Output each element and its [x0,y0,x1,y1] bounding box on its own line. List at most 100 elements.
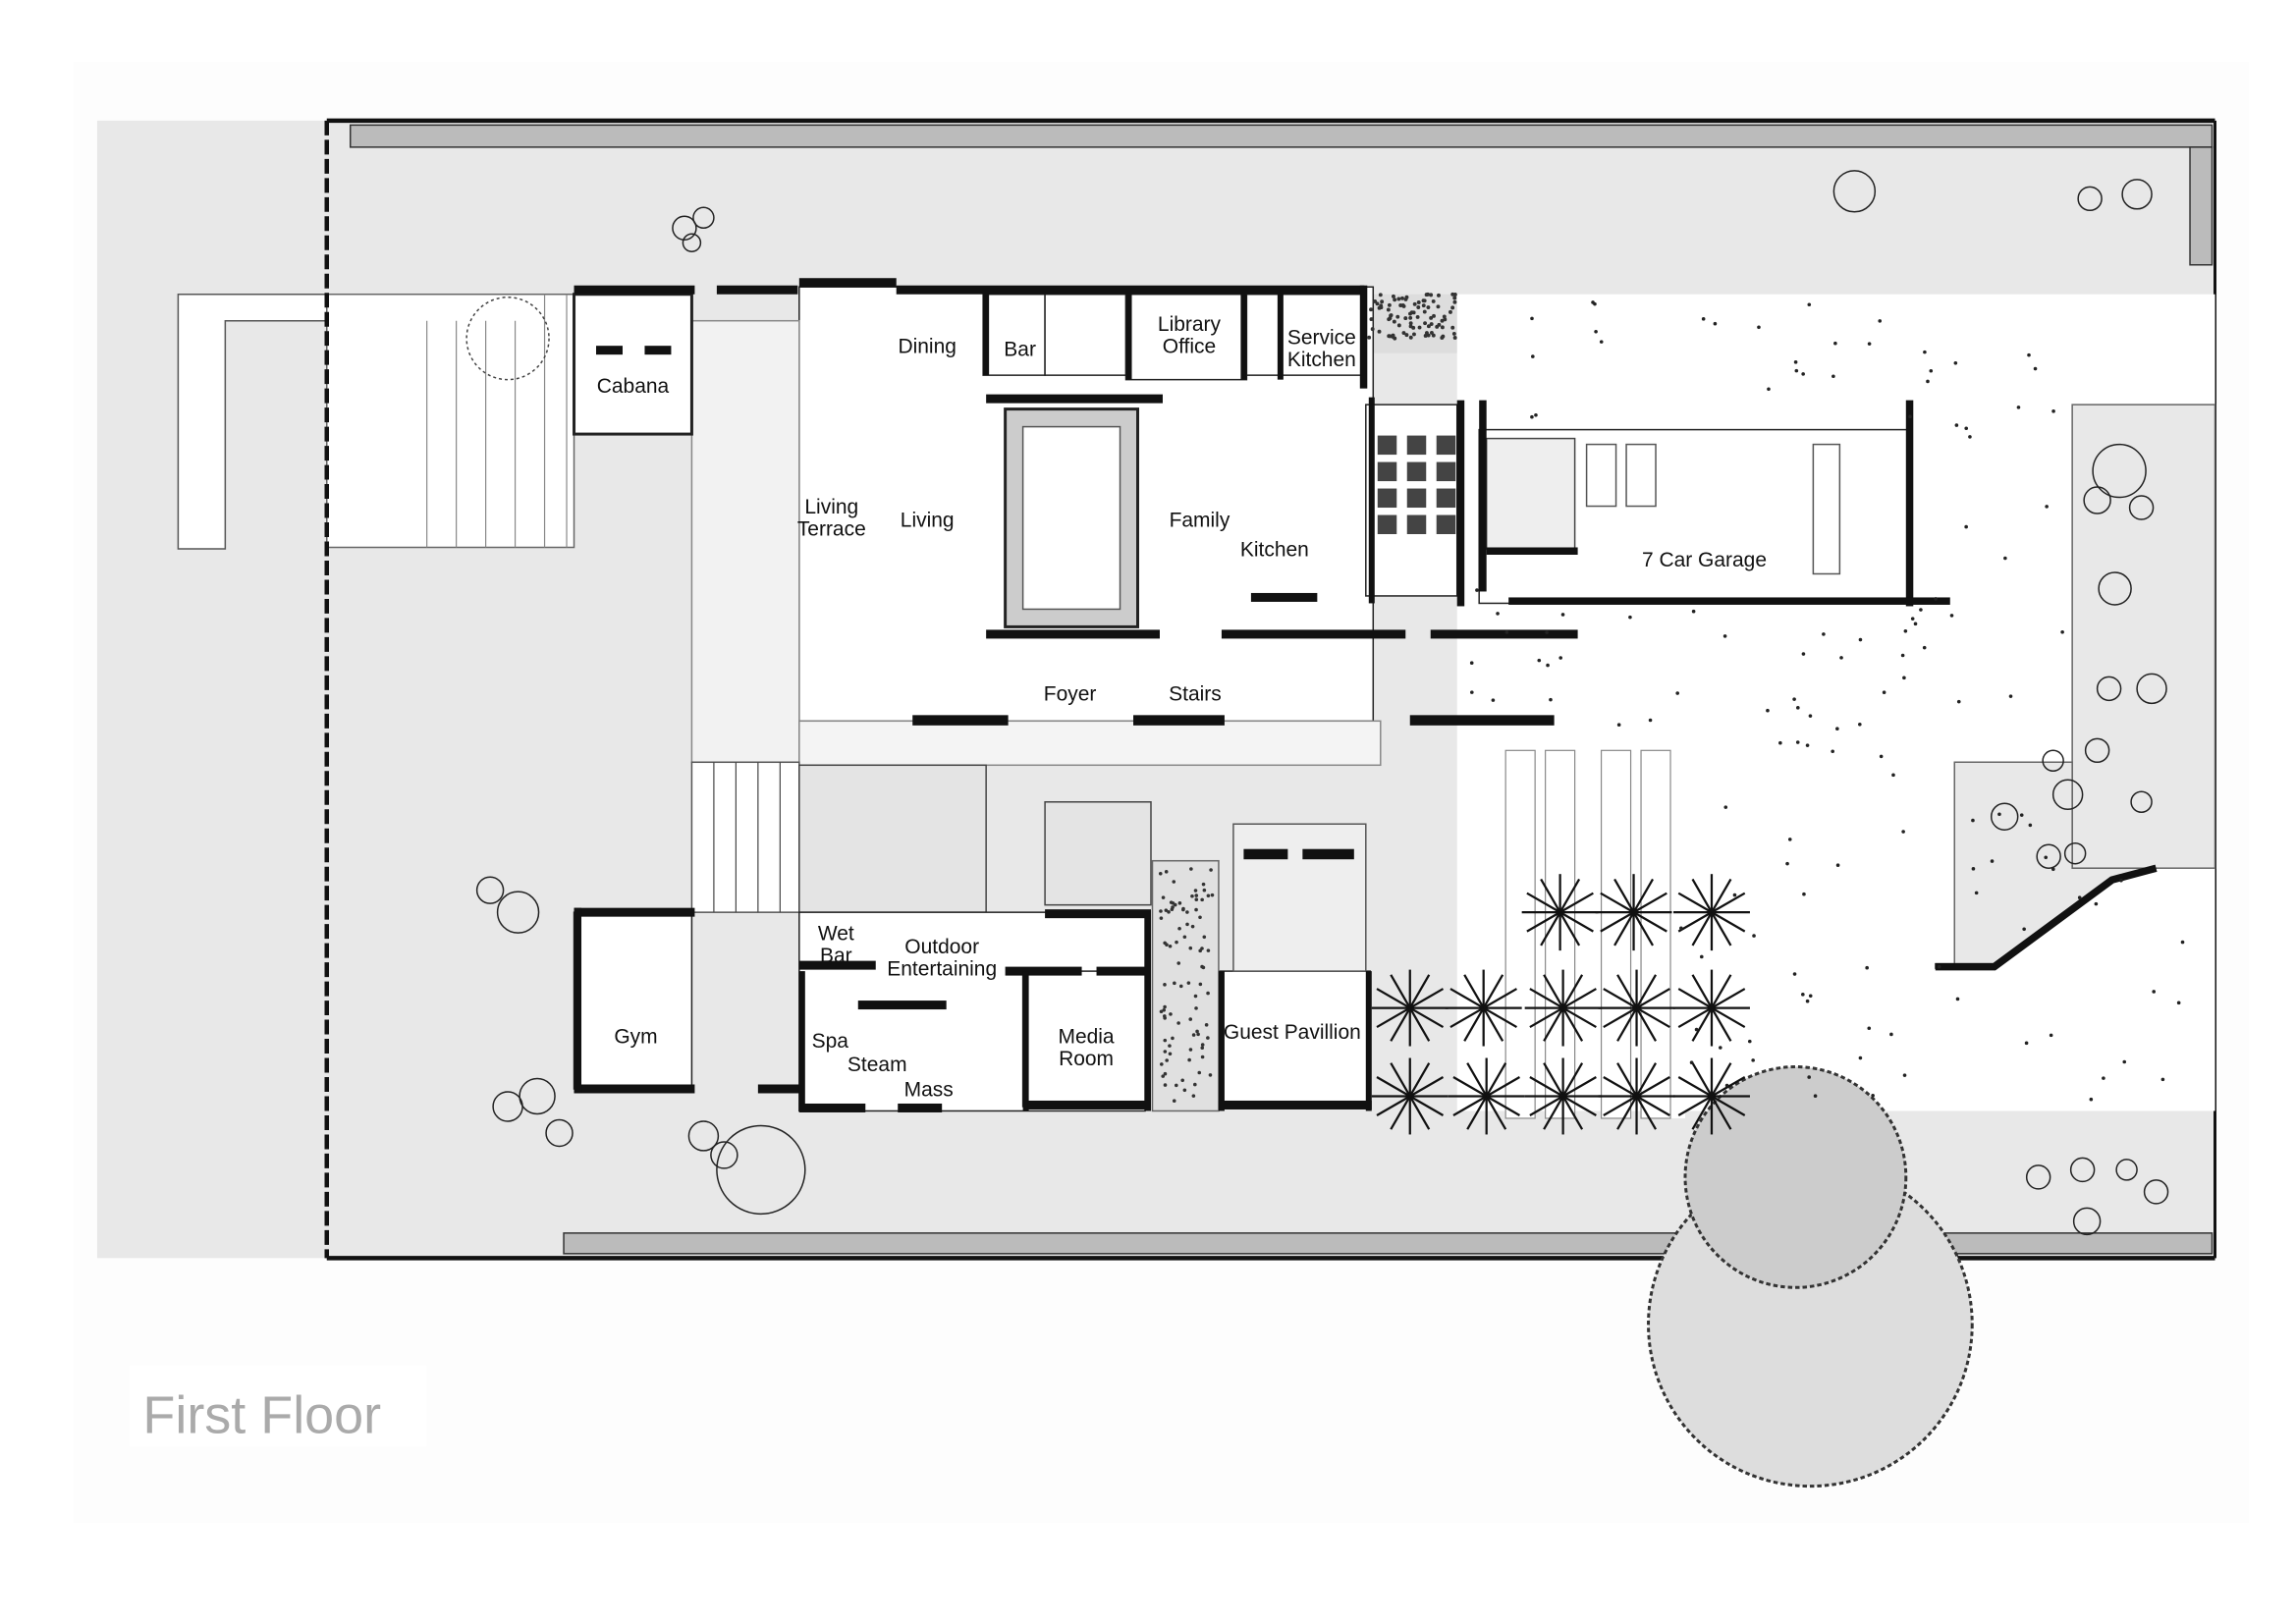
hedge-right [2189,146,2214,266]
gravel-dot [2033,366,2038,371]
palm-frond [1616,1007,1638,1042]
label-service-kitchen: Kitchen [1287,349,1356,371]
tree-icon [2069,1157,2096,1183]
gravel-dot [1919,608,1923,612]
gravel-dot [1436,304,1441,309]
gravel-dot [1689,1060,1694,1065]
gravel-dot [1395,314,1400,319]
palm-icon [1448,1057,1525,1135]
label-garage: 7 Car Garage [1642,549,1767,571]
gravel-dot [1469,661,1474,666]
gravel-dot [1159,909,1163,913]
palm-icon [1673,1057,1750,1135]
equipment-unit [1436,435,1456,456]
tree-icon [1832,170,1877,213]
gravel-dot [1417,325,1422,330]
gravel-dot [1200,1046,1205,1051]
label-kitchen: Kitchen [1240,538,1309,561]
gravel-dot [1971,867,1976,871]
gravel-dot [1997,812,2001,817]
gravel-dot [1452,336,1457,340]
gravel-dot [1171,905,1175,909]
gravel-dot [1159,1009,1164,1014]
gravel-dot [1412,301,1417,306]
tree-icon [2084,737,2110,764]
gravel-dot [1198,982,1203,987]
gravel-dot [1386,307,1391,312]
gravel-dot [2152,990,2157,994]
gravel-dot [1178,984,1183,989]
gravel-dot [1699,954,1704,959]
gravel-dot [1808,994,1813,999]
palm-frond [1540,911,1561,947]
palm-frond [1635,974,1658,1009]
tree-icon [682,233,702,253]
palm-frond [1635,1095,1658,1130]
gravel-dot [1171,901,1175,905]
tree-icon [519,1077,556,1115]
gravel-dot [2051,867,2055,872]
palm-frond [1632,911,1667,933]
gravel-dot [1534,413,1538,417]
gravel-dot [1752,934,1756,938]
gravel-dot [2024,1041,2029,1046]
palm-frond [1408,974,1431,1009]
gravel-dot [1835,863,1840,868]
gravel-dot [1163,941,1167,946]
gravel-dot [1190,924,1195,929]
gravel-dot [1190,893,1194,898]
palm-frond [1376,1076,1411,1098]
palm-frond [1616,974,1638,1009]
gravel-dot [1200,1055,1205,1059]
palm-icon [1673,874,1750,951]
gravel-dot [1901,830,1905,834]
gravel-dot [1722,634,1727,638]
gravel-dot [1794,368,1799,373]
palm-frond [1529,988,1564,1009]
palm-frond [1463,1007,1485,1042]
tree-icon [692,206,715,230]
label-media-room: Room [1059,1048,1114,1070]
palm-frond [1632,878,1655,913]
palm-frond [1677,1076,1713,1098]
palm-frond [1408,1007,1431,1042]
gravel-dot [1375,301,1380,306]
gravel-dot [1159,916,1164,920]
gravel-dot [1757,325,1761,330]
palm-frond [1616,1095,1638,1130]
gravel-dot [1180,1078,1184,1083]
label-media: Media [1058,1026,1114,1049]
gravel-dot [1491,698,1496,702]
gravel-dot [1404,333,1409,338]
gravel-dot [1193,889,1198,893]
gravel-dot [1415,314,1420,319]
palm-frond [1463,974,1485,1009]
gravel-dot [1167,910,1171,914]
gravel-dot [1679,926,1683,931]
palm-frond [1632,911,1655,947]
palm-frond [1635,1095,1670,1116]
gravel-dot [1164,908,1169,912]
palm-frond [1600,911,1635,933]
palm-frond [1543,1062,1564,1098]
gravel-dot [1442,314,1447,319]
gravel-dot [1182,1088,1187,1093]
gravel-dot [1404,295,1409,299]
gravel-dot [1949,614,1954,618]
gravel-dot [1971,818,1975,823]
gravel-dot [1378,293,1383,298]
palm-frond [1711,892,1746,914]
palm-frond [1711,974,1732,1009]
equipment-unit [1406,488,1427,509]
gravel-dot [1723,805,1728,809]
gravel-dot [1530,414,1534,419]
palm-frond [1390,1007,1411,1042]
gravel-dot [1201,965,1206,970]
palm-frond [1408,1095,1431,1130]
gravel-dot [1440,325,1445,330]
palm-frond [1558,878,1581,913]
gravel-dot [1694,1027,1699,1032]
gravel-dot [1191,1033,1196,1037]
palm-frond [1483,1006,1517,1029]
label-living-terrace-1: Living [804,496,858,518]
